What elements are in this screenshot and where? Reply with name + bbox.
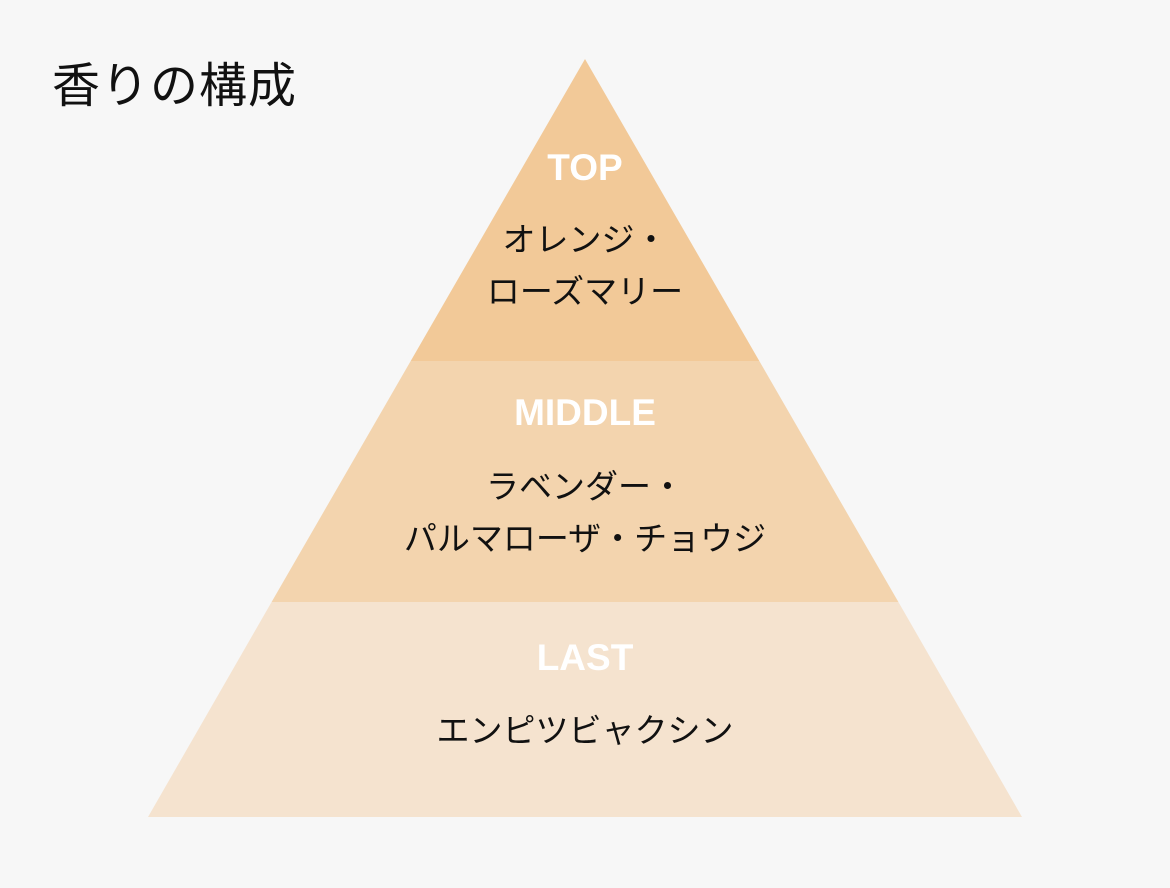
pyramid-layer-last	[148, 602, 1022, 817]
page-title: 香りの構成	[52, 58, 298, 114]
layer-notes-top-line1: オレンジ・	[502, 220, 668, 259]
layer-label-middle: MIDDLE	[514, 392, 656, 433]
pyramid-layer-top	[410, 59, 760, 361]
layer-notes-last-line1: エンピツビャクシン	[436, 711, 734, 750]
layer-notes-middle-line2: パルマローザ・チョウジ	[403, 519, 767, 558]
layer-label-last: LAST	[536, 637, 634, 678]
layer-notes-middle-line1: ラベンダー・	[486, 467, 684, 506]
layer-notes-top-line2: ローズマリー	[486, 272, 684, 311]
pyramid-layer-middle	[271, 361, 899, 602]
layer-label-top: TOP	[547, 147, 623, 188]
